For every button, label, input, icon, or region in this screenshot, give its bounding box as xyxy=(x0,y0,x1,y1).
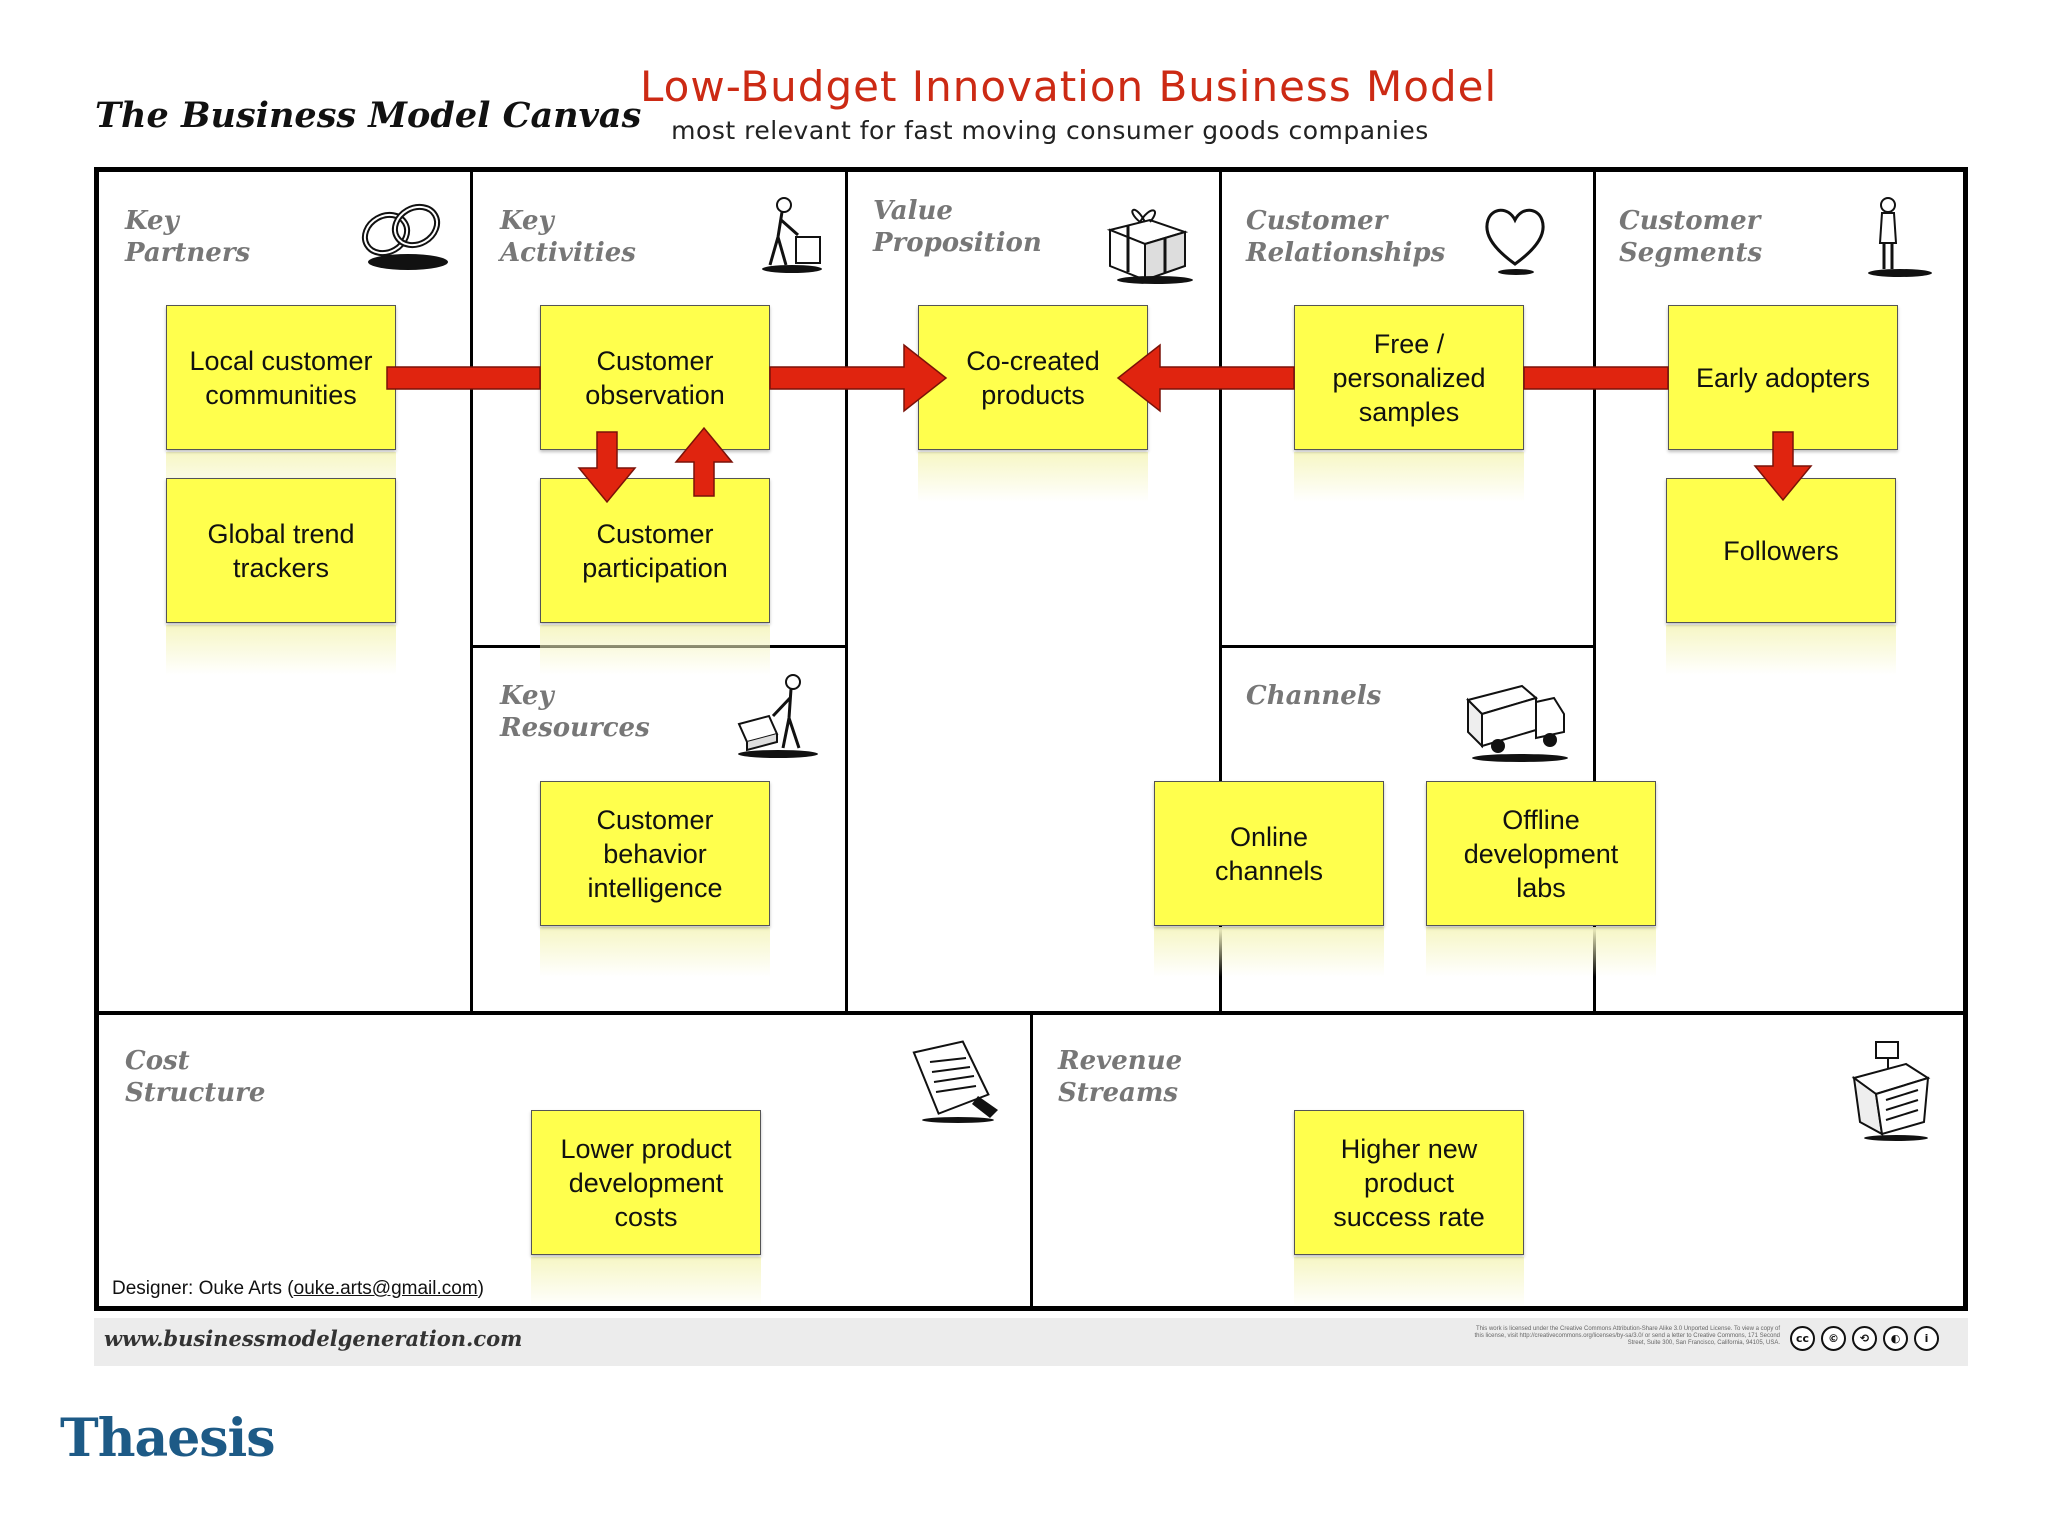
note-reflection xyxy=(1154,927,1384,977)
receipt-icon xyxy=(912,1040,998,1123)
worker-with-cart-icon xyxy=(737,674,818,758)
note-reflection xyxy=(1426,927,1656,977)
attribution-icon: © xyxy=(1821,1326,1846,1351)
note-reflection xyxy=(540,927,770,977)
share-alike-icon: ⟲ xyxy=(1852,1326,1877,1351)
worker-pushing-icon xyxy=(762,197,822,273)
noncommercial-icon: ◐ xyxy=(1883,1326,1908,1351)
divider xyxy=(1593,167,1596,1013)
canvas-title: The Business Model Canvas xyxy=(95,95,642,136)
footer-bar xyxy=(94,1318,1968,1366)
note-reflection xyxy=(540,625,770,675)
person-icon: i xyxy=(1914,1326,1939,1351)
note-early-adopters: Early adopters xyxy=(1668,305,1898,450)
divider xyxy=(470,167,473,1013)
designer-credit: Designer: Ouke Arts (ouke.arts@gmail.com… xyxy=(112,1278,484,1299)
cash-register-icon xyxy=(1851,1041,1931,1141)
chain-links-icon xyxy=(361,203,448,270)
page-subtitle: most relevant for fast moving consumer g… xyxy=(671,116,1429,145)
divider xyxy=(845,167,848,1013)
cc-icon: cc xyxy=(1790,1326,1815,1351)
gift-box-icon xyxy=(1106,209,1193,284)
note-reflection xyxy=(531,1257,761,1307)
delivery-truck-icon xyxy=(1466,684,1568,762)
divider xyxy=(1219,167,1222,1013)
license-text: This work is licensed under the Creative… xyxy=(1474,1326,1780,1346)
block-label-channels: Channels xyxy=(1246,681,1382,711)
note-reflection xyxy=(918,452,1148,502)
designer-email-link[interactable]: ouke.arts@gmail.com xyxy=(293,1278,478,1299)
divider xyxy=(1030,1011,1033,1311)
thaesis-logo: Thaesis xyxy=(60,1408,276,1469)
note-reflection xyxy=(166,625,396,675)
person-standing-icon xyxy=(1868,197,1932,277)
footer-url: www.businessmodelgeneration.com xyxy=(104,1326,523,1351)
heart-icon xyxy=(1485,208,1545,275)
divider xyxy=(1219,645,1596,648)
note-followers: Followers xyxy=(1666,478,1896,623)
note-reflection xyxy=(1294,1257,1524,1307)
note-reflection xyxy=(1294,452,1524,502)
page-title: Low-Budget Innovation Business Model xyxy=(640,62,1498,111)
note-reflection xyxy=(1666,625,1896,675)
